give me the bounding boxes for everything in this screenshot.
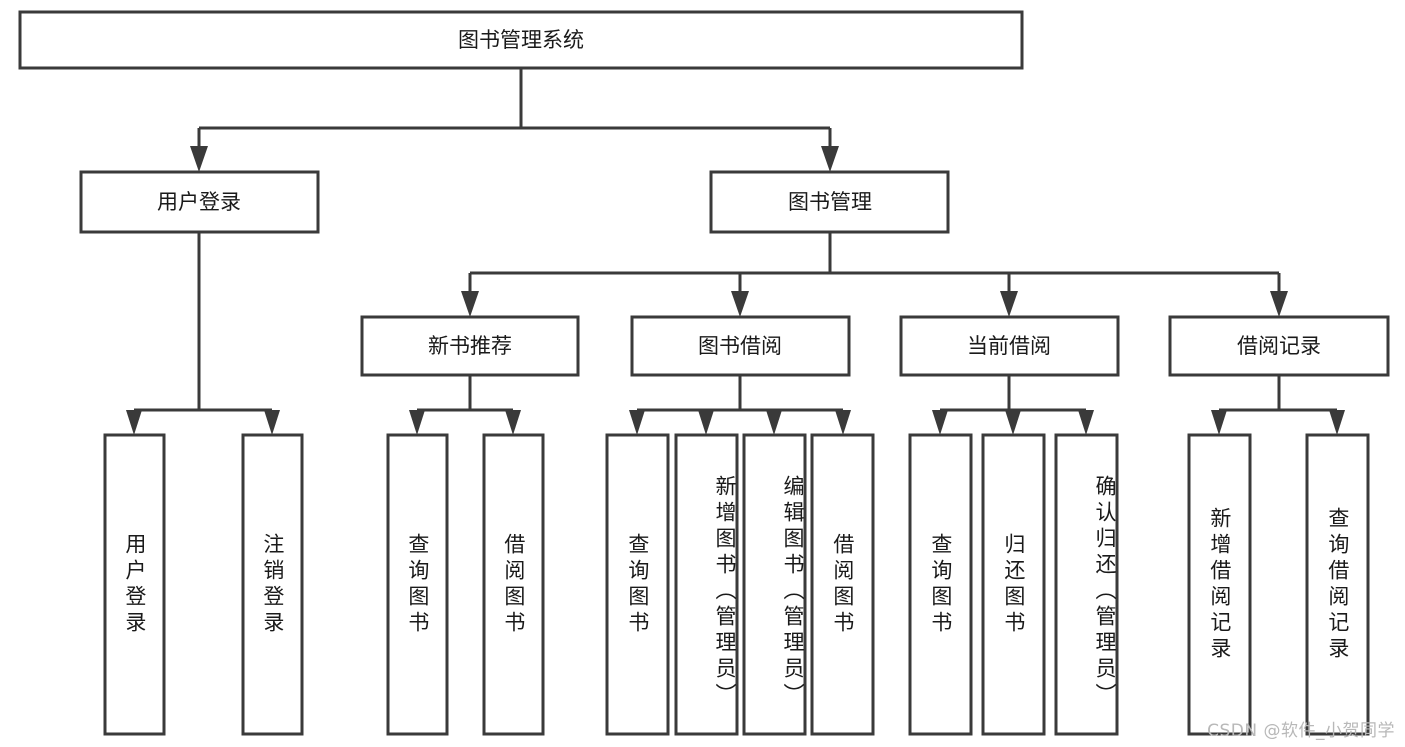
arrow-head-icon xyxy=(1078,410,1094,435)
leaf-box-add-book[interactable] xyxy=(674,433,739,736)
node-new-book-recommend-label: 新书推荐 xyxy=(428,334,512,358)
node-book-borrow[interactable]: 图书借阅 xyxy=(630,315,851,377)
arrow-head-icon xyxy=(698,410,714,435)
arrow-head-icon xyxy=(409,410,425,435)
node-new-book-recommend-box[interactable] xyxy=(360,315,580,377)
watermark-text: CSDN @软件_小贺同学 xyxy=(1207,721,1395,741)
connector-group-user-login xyxy=(126,232,280,435)
node-book-borrow-label: 图书借阅 xyxy=(698,334,782,358)
node-current-borrow-box[interactable] xyxy=(899,315,1120,377)
connector-group-borrow-record xyxy=(1211,375,1345,435)
node-root-label: 图书管理系统 xyxy=(458,28,584,52)
node-borrow-record-label: 借阅记录 xyxy=(1237,334,1321,358)
arrow-head-icon xyxy=(1000,291,1018,317)
leaf-box-query-book-1[interactable] xyxy=(386,433,449,736)
leaf-box-query-book-3[interactable] xyxy=(908,433,973,736)
leaf-box-add-record[interactable] xyxy=(1187,433,1252,736)
leaf-box-user-login[interactable] xyxy=(103,433,166,736)
node-borrow-record-box[interactable] xyxy=(1168,315,1390,377)
leaf-box-edit-book[interactable] xyxy=(742,433,807,736)
arrow-head-icon xyxy=(1270,291,1288,317)
leaf-box-borrow-book-1[interactable] xyxy=(482,433,545,736)
node-current-borrow-label: 当前借阅 xyxy=(967,334,1051,358)
node-book-manage-label: 图书管理 xyxy=(788,190,872,214)
arrow-head-icon xyxy=(835,410,851,435)
arrow-head-icon xyxy=(505,410,521,435)
arrow-head-icon xyxy=(821,146,839,172)
leaf-box-query-record[interactable] xyxy=(1305,433,1370,736)
leaf-box-query-book-2[interactable] xyxy=(605,433,670,736)
node-user-login-label: 用户登录 xyxy=(157,190,241,214)
connector-group-book-manage xyxy=(461,232,1288,317)
node-user-login[interactable]: 用户登录 xyxy=(79,170,320,234)
arrow-head-icon xyxy=(731,291,749,317)
leaf-box-confirm-return[interactable] xyxy=(1054,433,1119,736)
leaf-box-return-book[interactable] xyxy=(981,433,1046,736)
arrow-head-icon xyxy=(629,410,645,435)
node-root[interactable]: 图书管理系统 xyxy=(18,10,1024,70)
arrow-head-icon xyxy=(1005,410,1021,435)
node-book-borrow-box[interactable] xyxy=(630,315,851,377)
arrow-head-icon xyxy=(126,410,142,435)
leaf-box-borrow-book-2[interactable] xyxy=(810,433,875,736)
connector-group-new-book-recommend xyxy=(409,375,521,435)
node-book-manage-box[interactable] xyxy=(709,170,950,234)
node-book-manage[interactable]: 图书管理 xyxy=(709,170,950,234)
leaf-boxes-group xyxy=(103,433,1370,736)
node-new-book-recommend[interactable]: 新书推荐 xyxy=(360,315,580,377)
arrow-head-icon xyxy=(1329,410,1345,435)
node-current-borrow[interactable]: 当前借阅 xyxy=(899,315,1120,377)
arrow-head-icon xyxy=(461,291,479,317)
arrow-head-icon xyxy=(932,410,948,435)
arrow-head-icon xyxy=(1211,410,1227,435)
arrow-head-icon xyxy=(264,410,280,435)
leaf-box-logout[interactable] xyxy=(241,433,304,736)
arrow-head-icon xyxy=(766,410,782,435)
connector-group-book-borrow xyxy=(629,375,851,435)
node-root-box[interactable] xyxy=(18,10,1024,70)
connector-group-root xyxy=(190,68,839,172)
node-borrow-record[interactable]: 借阅记录 xyxy=(1168,315,1390,377)
arrow-head-icon xyxy=(190,146,208,172)
connector-group-current-borrow xyxy=(932,375,1094,435)
node-user-login-box[interactable] xyxy=(79,170,320,234)
